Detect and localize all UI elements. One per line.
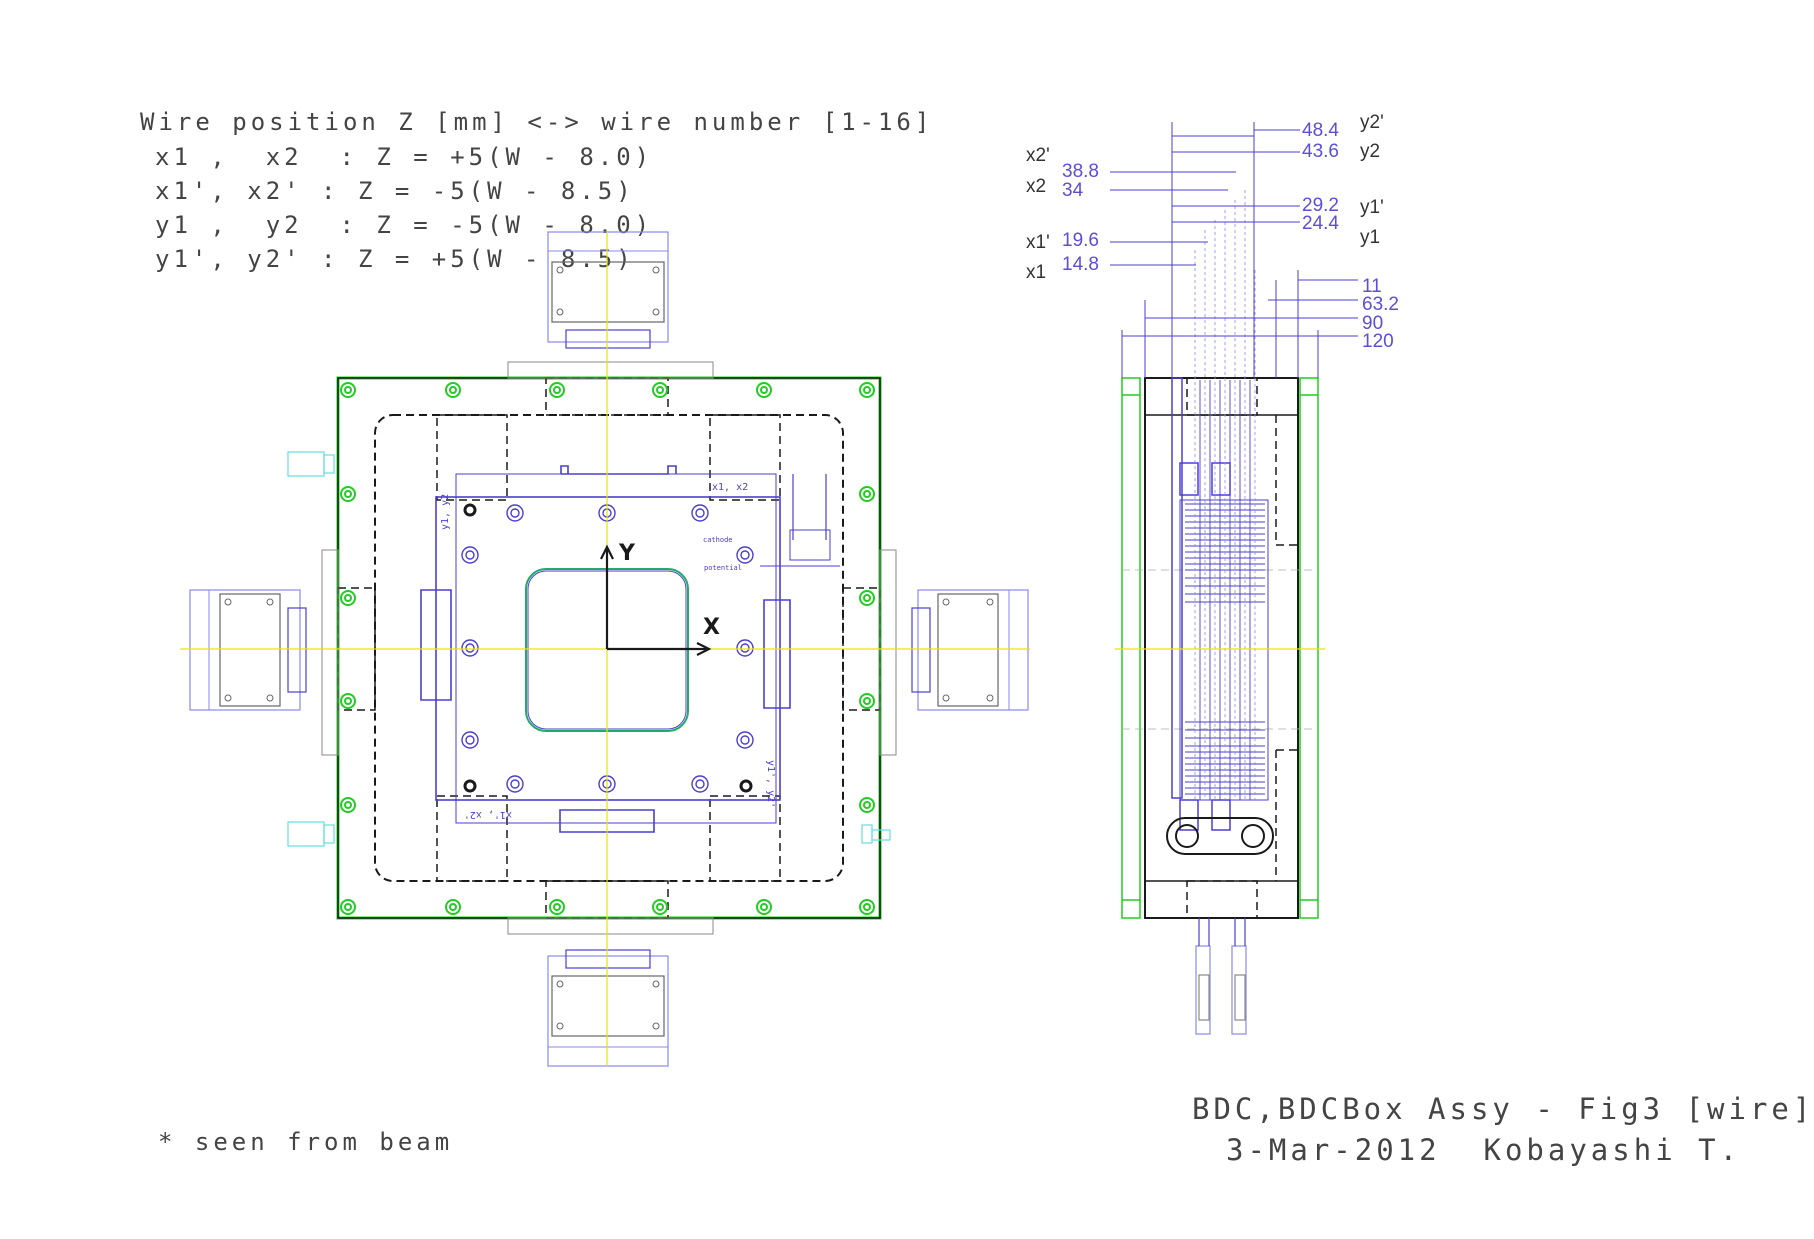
dim-14-8: 14.8 (1062, 254, 1099, 275)
side-view-green-frame (1121, 377, 1319, 919)
dim-11: 11 (1362, 276, 1382, 297)
label-x1-x2: x1, x2 (712, 482, 748, 493)
plane-label-y2: y2 (1360, 141, 1381, 162)
left-connector (189, 549, 339, 756)
dim-29-2: 29.2 (1302, 195, 1339, 216)
dimension-lines (1110, 122, 1358, 378)
plane-label-x2: x2 (1026, 176, 1047, 197)
label-y1-y2: y1, y2 (440, 494, 451, 530)
label-x1p-x2p: x1', x2' (464, 809, 512, 820)
plane-label-y1: y1 (1360, 227, 1381, 248)
dim-24-4: 24.4 (1302, 213, 1339, 234)
dim-38-8: 38.8 (1062, 161, 1099, 182)
dim-63-2: 63.2 (1362, 294, 1399, 315)
y-axis-arrowhead (600, 544, 614, 560)
y-axis-label: Y (618, 541, 636, 566)
right-connector (879, 549, 1029, 756)
side-view-slot (1166, 817, 1274, 855)
notes-line-2: x1', x2' : Z = -5(W - 8.5) (155, 177, 635, 205)
notes-line-4: y1', y2' : Z = +5(W - 8.5) (155, 245, 635, 273)
cyan-stubs (287, 451, 891, 847)
dim-19-6: 19.6 (1062, 230, 1099, 251)
plane-label-y2p: y2' (1360, 112, 1384, 133)
front-view: X Y x1, x2 y1, y2 y1', y2' x1', x2' cath… (180, 231, 1030, 1067)
plane-label-y1p: y1' (1360, 197, 1384, 218)
cad-drawing-sheet: X Y x1, x2 y1, y2 y1', y2' x1', x2' cath… (180, 122, 1358, 1067)
notes-line-1: x1 , x2 : Z = +5(W - 8.0) (155, 143, 654, 171)
title-block-title: BDC,BDCBox Assy - Fig3 [wire] (1192, 1092, 1814, 1126)
wire-traces (1194, 190, 1256, 800)
label-y1p-y2p: y1', y2' (765, 760, 776, 808)
dim-43-6: 43.6 (1302, 141, 1339, 162)
bolt-circles (340, 382, 875, 915)
dim-120: 120 (1362, 331, 1394, 352)
notes-header: Wire position Z [mm] <-> wire number [1-… (140, 108, 934, 136)
plane-label-x1p: x1' (1026, 232, 1050, 253)
side-view-pins (1195, 918, 1247, 1035)
plane-label-x2p: x2' (1026, 145, 1050, 166)
side-view (1110, 122, 1358, 1035)
footnote: * seen from beam (158, 1128, 454, 1156)
bottom-connector (507, 917, 714, 1067)
corner-rings (463, 503, 753, 793)
axes (600, 544, 712, 656)
dim-90: 90 (1362, 313, 1384, 334)
title-block-subtitle: 3-Mar-2012 Kobayashi T. (1226, 1133, 1742, 1167)
x-axis-arrowhead (696, 642, 712, 656)
x-axis-label: X (703, 615, 720, 640)
dim-48-4: 48.4 (1302, 120, 1339, 141)
label-cathode: cathode (703, 536, 733, 544)
dim-34: 34 (1062, 180, 1084, 201)
notes-line-3: y1 , y2 : Z = -5(W - 8.0) (155, 211, 654, 239)
wire-solid-traces (1199, 380, 1251, 800)
top-connector (507, 231, 714, 379)
label-potential: potential (704, 564, 742, 572)
side-view-body (1144, 377, 1299, 919)
plane-label-x1: x1 (1026, 262, 1047, 283)
